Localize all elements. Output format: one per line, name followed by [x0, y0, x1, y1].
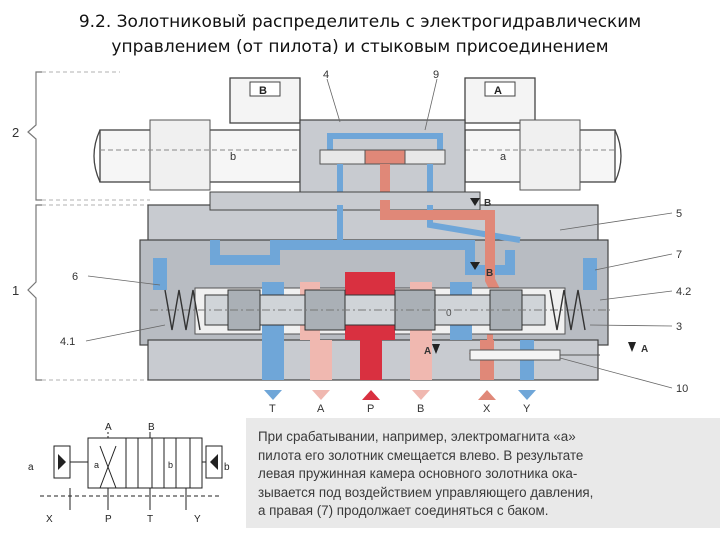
- port-label-Y: Y: [523, 403, 531, 415]
- callout-9: 9: [433, 69, 439, 81]
- title-line-1: 9.2. Золотниковый распределитель с элект…: [78, 12, 642, 32]
- callout-4-1: 4.1: [60, 336, 75, 348]
- symbol-port-P: P: [105, 514, 112, 525]
- symbol-label-a: a: [28, 462, 34, 473]
- channel-B-lower: B: [486, 268, 493, 279]
- caption-line-4: зывается под воздействием управляющего д…: [258, 484, 594, 500]
- caption-line-5: а правая (7) продолжает соединяться с ба…: [258, 503, 549, 518]
- valve-cross-section-diagram: 2 1 B A b a: [12, 69, 691, 415]
- solenoid-right-tag: A: [494, 85, 502, 97]
- port-labels: T A P B X Y: [269, 403, 531, 415]
- section-markers: [432, 198, 636, 354]
- symbol-mid-a: a: [94, 460, 99, 470]
- coil-left-label: b: [230, 151, 236, 163]
- symbol-port-X: X: [46, 514, 53, 525]
- port-arrows: [264, 390, 536, 400]
- solenoid-right: [464, 77, 622, 191]
- port-label-T: T: [269, 403, 276, 415]
- callout-7: 7: [676, 249, 682, 261]
- callout-4: 4: [323, 69, 329, 81]
- callout-5: 5: [676, 208, 682, 220]
- symbol-port-Y: Y: [194, 514, 201, 525]
- callout-10: 10: [676, 383, 688, 395]
- port-label-X: X: [483, 403, 491, 415]
- callout-3: 3: [676, 321, 682, 333]
- port-label-A: A: [317, 403, 325, 415]
- callout-6: 6: [72, 271, 78, 283]
- axis-zero-mark: 0: [446, 308, 452, 319]
- caption-line-1: При срабатывании, например, электромагни…: [258, 429, 576, 444]
- symbol-port-T: T: [147, 514, 153, 525]
- symbol-label-b: b: [224, 462, 230, 473]
- symbol-label-B: B: [148, 422, 155, 433]
- pilot-valve-body: [299, 119, 466, 205]
- caption-line-2: пилота его золотник смещается влево. В р…: [258, 447, 584, 463]
- symbol-label-A: A: [105, 422, 112, 433]
- section-A-label: A: [641, 344, 648, 355]
- caption-line-3: левая пружинная камера основного золотни…: [258, 466, 578, 481]
- coil-right-label: a: [500, 151, 507, 163]
- main-valve-body: [139, 191, 610, 381]
- channel-B-upper: B: [484, 198, 491, 209]
- explanation-caption: При срабатывании, например, электромагни…: [246, 418, 720, 528]
- symbol-mid-b: b: [168, 460, 173, 470]
- slide-title: 9.2. Золотниковый распределитель с элект…: [0, 10, 720, 60]
- solenoid-left-tag: B: [259, 85, 267, 97]
- valve-symbol-diagram: A B a b a b X P T Y: [10, 418, 242, 528]
- title-line-2: управлением (от пилота) и стыковым присо…: [111, 37, 609, 57]
- port-label-B: B: [417, 403, 424, 415]
- group-brackets: [27, 71, 42, 381]
- construction-lines: [42, 71, 160, 381]
- group-2-label: 2: [12, 125, 19, 140]
- callout-4-2: 4.2: [676, 286, 691, 298]
- channel-A-inner: A: [424, 346, 431, 357]
- port-label-P: P: [367, 403, 374, 415]
- group-1-label: 1: [12, 283, 19, 298]
- callout-leaders: [85, 78, 673, 389]
- solenoid-left: [93, 77, 301, 191]
